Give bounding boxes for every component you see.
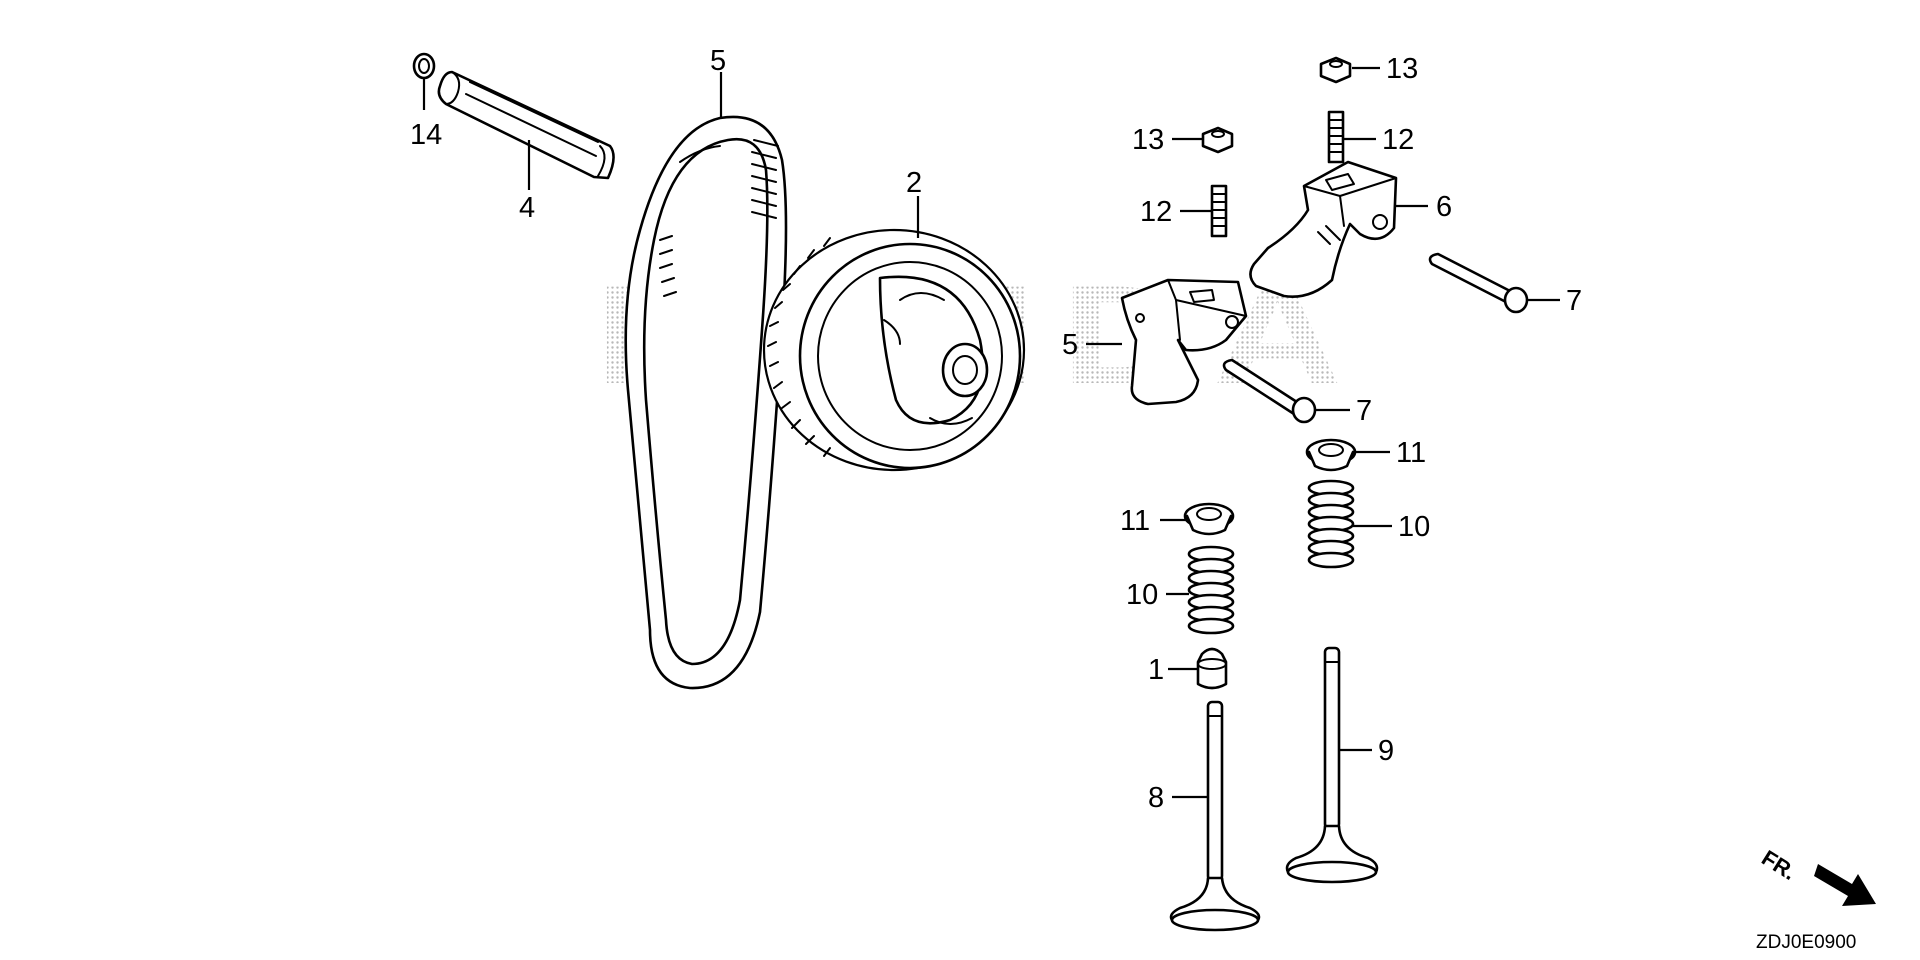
callout-7-lower: 7: [1356, 395, 1372, 427]
callout-9: 9: [1378, 735, 1394, 767]
part-12-adjust-screw-left[interactable]: [1210, 184, 1228, 238]
callout-12-left: 12: [1140, 196, 1172, 228]
callout-6: 6: [1436, 191, 1452, 223]
callout-13-right: 13: [1386, 53, 1418, 85]
part-8-valve-left[interactable]: [1169, 700, 1261, 932]
callout-11-right: 11: [1396, 437, 1426, 469]
part-11-retainer-left[interactable]: [1183, 502, 1235, 536]
diagram-code: ZDJ0E0900: [1756, 932, 1856, 953]
part-11-retainer-right[interactable]: [1305, 438, 1357, 472]
part-3-shaft[interactable]: [437, 70, 615, 180]
front-label: FR.: [1757, 845, 1800, 885]
part-9-valve-right[interactable]: [1285, 646, 1379, 884]
callout-11-left: 11: [1120, 505, 1150, 537]
front-direction-indicator: FR.: [1757, 845, 1876, 906]
part-13-nut-left[interactable]: [1201, 126, 1234, 154]
callout-13-left: 13: [1132, 124, 1164, 156]
part-4-timing-belt[interactable]: [624, 115, 788, 690]
part-5-rocker-arm[interactable]: [1120, 278, 1248, 406]
part-7-pivot-bolt-lower[interactable]: [1222, 358, 1317, 424]
callout-3: 4: [519, 192, 535, 224]
part-2-cam-pulley[interactable]: [762, 228, 1026, 472]
callout-7-upper: 7: [1566, 285, 1582, 317]
part-12-adjust-screw-right[interactable]: [1327, 110, 1345, 164]
callout-8: 8: [1148, 782, 1164, 814]
callout-10-left: 10: [1126, 579, 1158, 611]
callout-2: 2: [906, 167, 922, 199]
callout-1: 1: [1148, 654, 1164, 686]
part-7-pivot-bolt-upper[interactable]: [1428, 252, 1529, 314]
callout-4: 5: [710, 45, 726, 77]
front-arrow-icon: [1814, 864, 1876, 906]
part-14-o-ring[interactable]: [412, 52, 436, 80]
part-10-valve-spring-left[interactable]: [1187, 545, 1235, 635]
callout-14: 14: [410, 119, 442, 151]
leader-lines: [422, 66, 1560, 799]
part-6-rocker-arm[interactable]: [1249, 160, 1398, 298]
part-1-stem-seal[interactable]: [1196, 647, 1228, 690]
part-13-nut-right[interactable]: [1319, 56, 1352, 84]
callout-12-right: 12: [1382, 124, 1414, 156]
part-10-valve-spring-right[interactable]: [1307, 479, 1355, 569]
callout-10-right: 10: [1398, 511, 1430, 543]
callout-5: 5: [1062, 329, 1078, 361]
